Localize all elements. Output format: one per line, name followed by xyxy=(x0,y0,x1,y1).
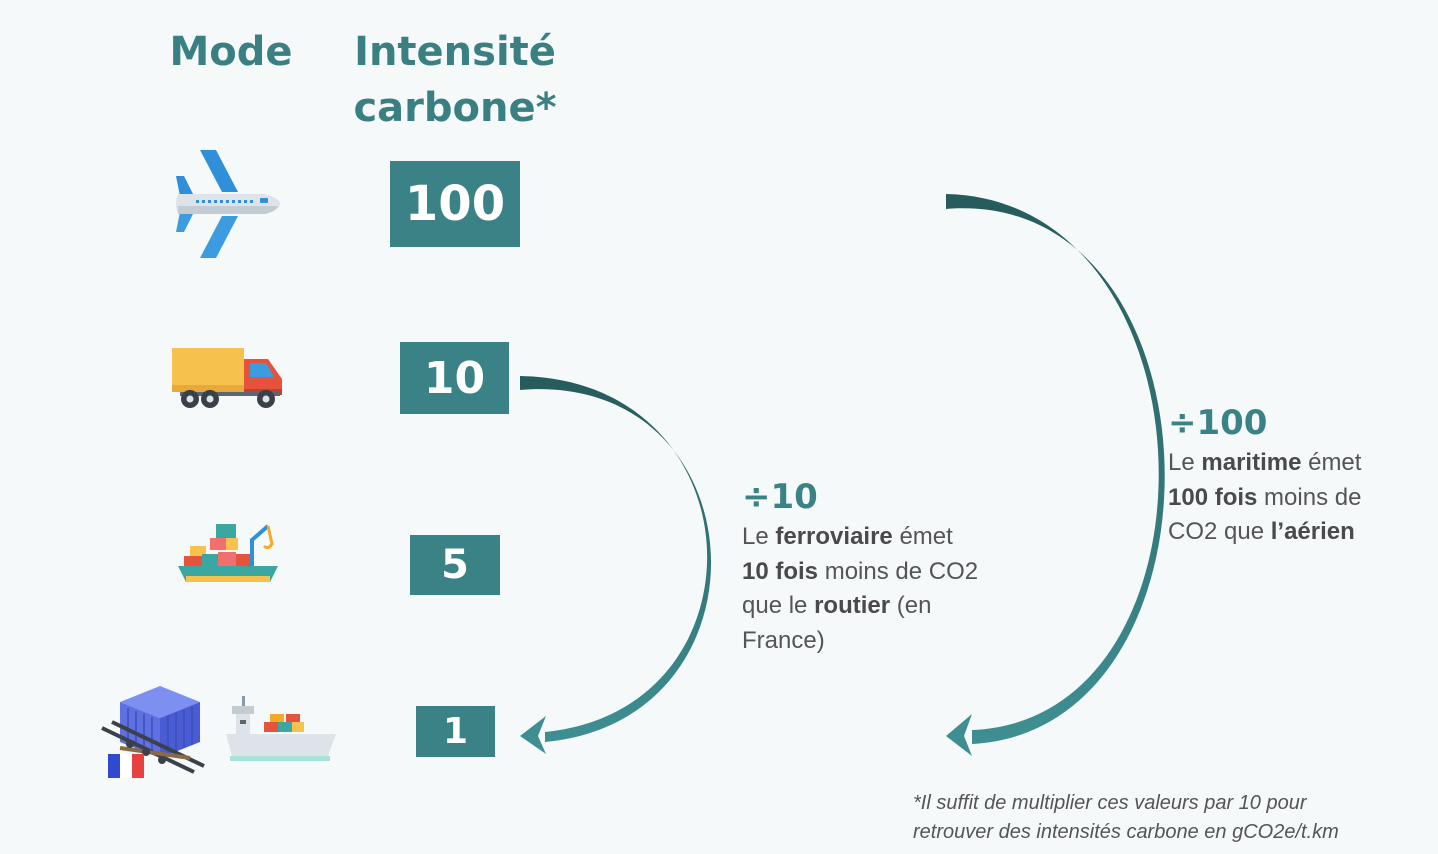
rail-ratio-title: ÷10 xyxy=(742,477,818,517)
sea-ratio-title: ÷100 xyxy=(1168,403,1268,443)
intensity-value-air: 100 xyxy=(390,161,520,247)
airplane-icon xyxy=(176,150,280,258)
arrow-air-to-sea-head xyxy=(946,714,972,756)
sea-ratio-text: Le maritime émet 100 fois moins de CO2 q… xyxy=(1168,449,1362,545)
intensity-value-road: 10 xyxy=(400,342,509,414)
intensity-value-sea: 5 xyxy=(410,535,500,595)
intensity-value-rail: 1 xyxy=(416,706,495,757)
intensity-header-line2: carbone* xyxy=(353,85,557,131)
france-flag-icon xyxy=(108,754,144,778)
arrow-road-to-rail xyxy=(520,376,712,742)
cargo-ship-icon xyxy=(178,524,278,582)
rail-ratio-text: Le ferroviaire émet 10 fois moins de CO2… xyxy=(742,523,979,654)
intensity-header-line1: Intensité xyxy=(354,29,556,75)
truck-icon xyxy=(172,348,282,408)
footnote: *Il suffit de multiplier ces valeurs par… xyxy=(913,792,1339,843)
arrow-road-to-rail-head xyxy=(520,716,546,754)
mode-column-header: Mode xyxy=(169,29,293,75)
intensity-column-header: Intensité carbone* xyxy=(340,24,570,136)
arrow-air-to-sea xyxy=(946,194,1165,744)
rail-container-and-barge-icon xyxy=(101,686,336,778)
